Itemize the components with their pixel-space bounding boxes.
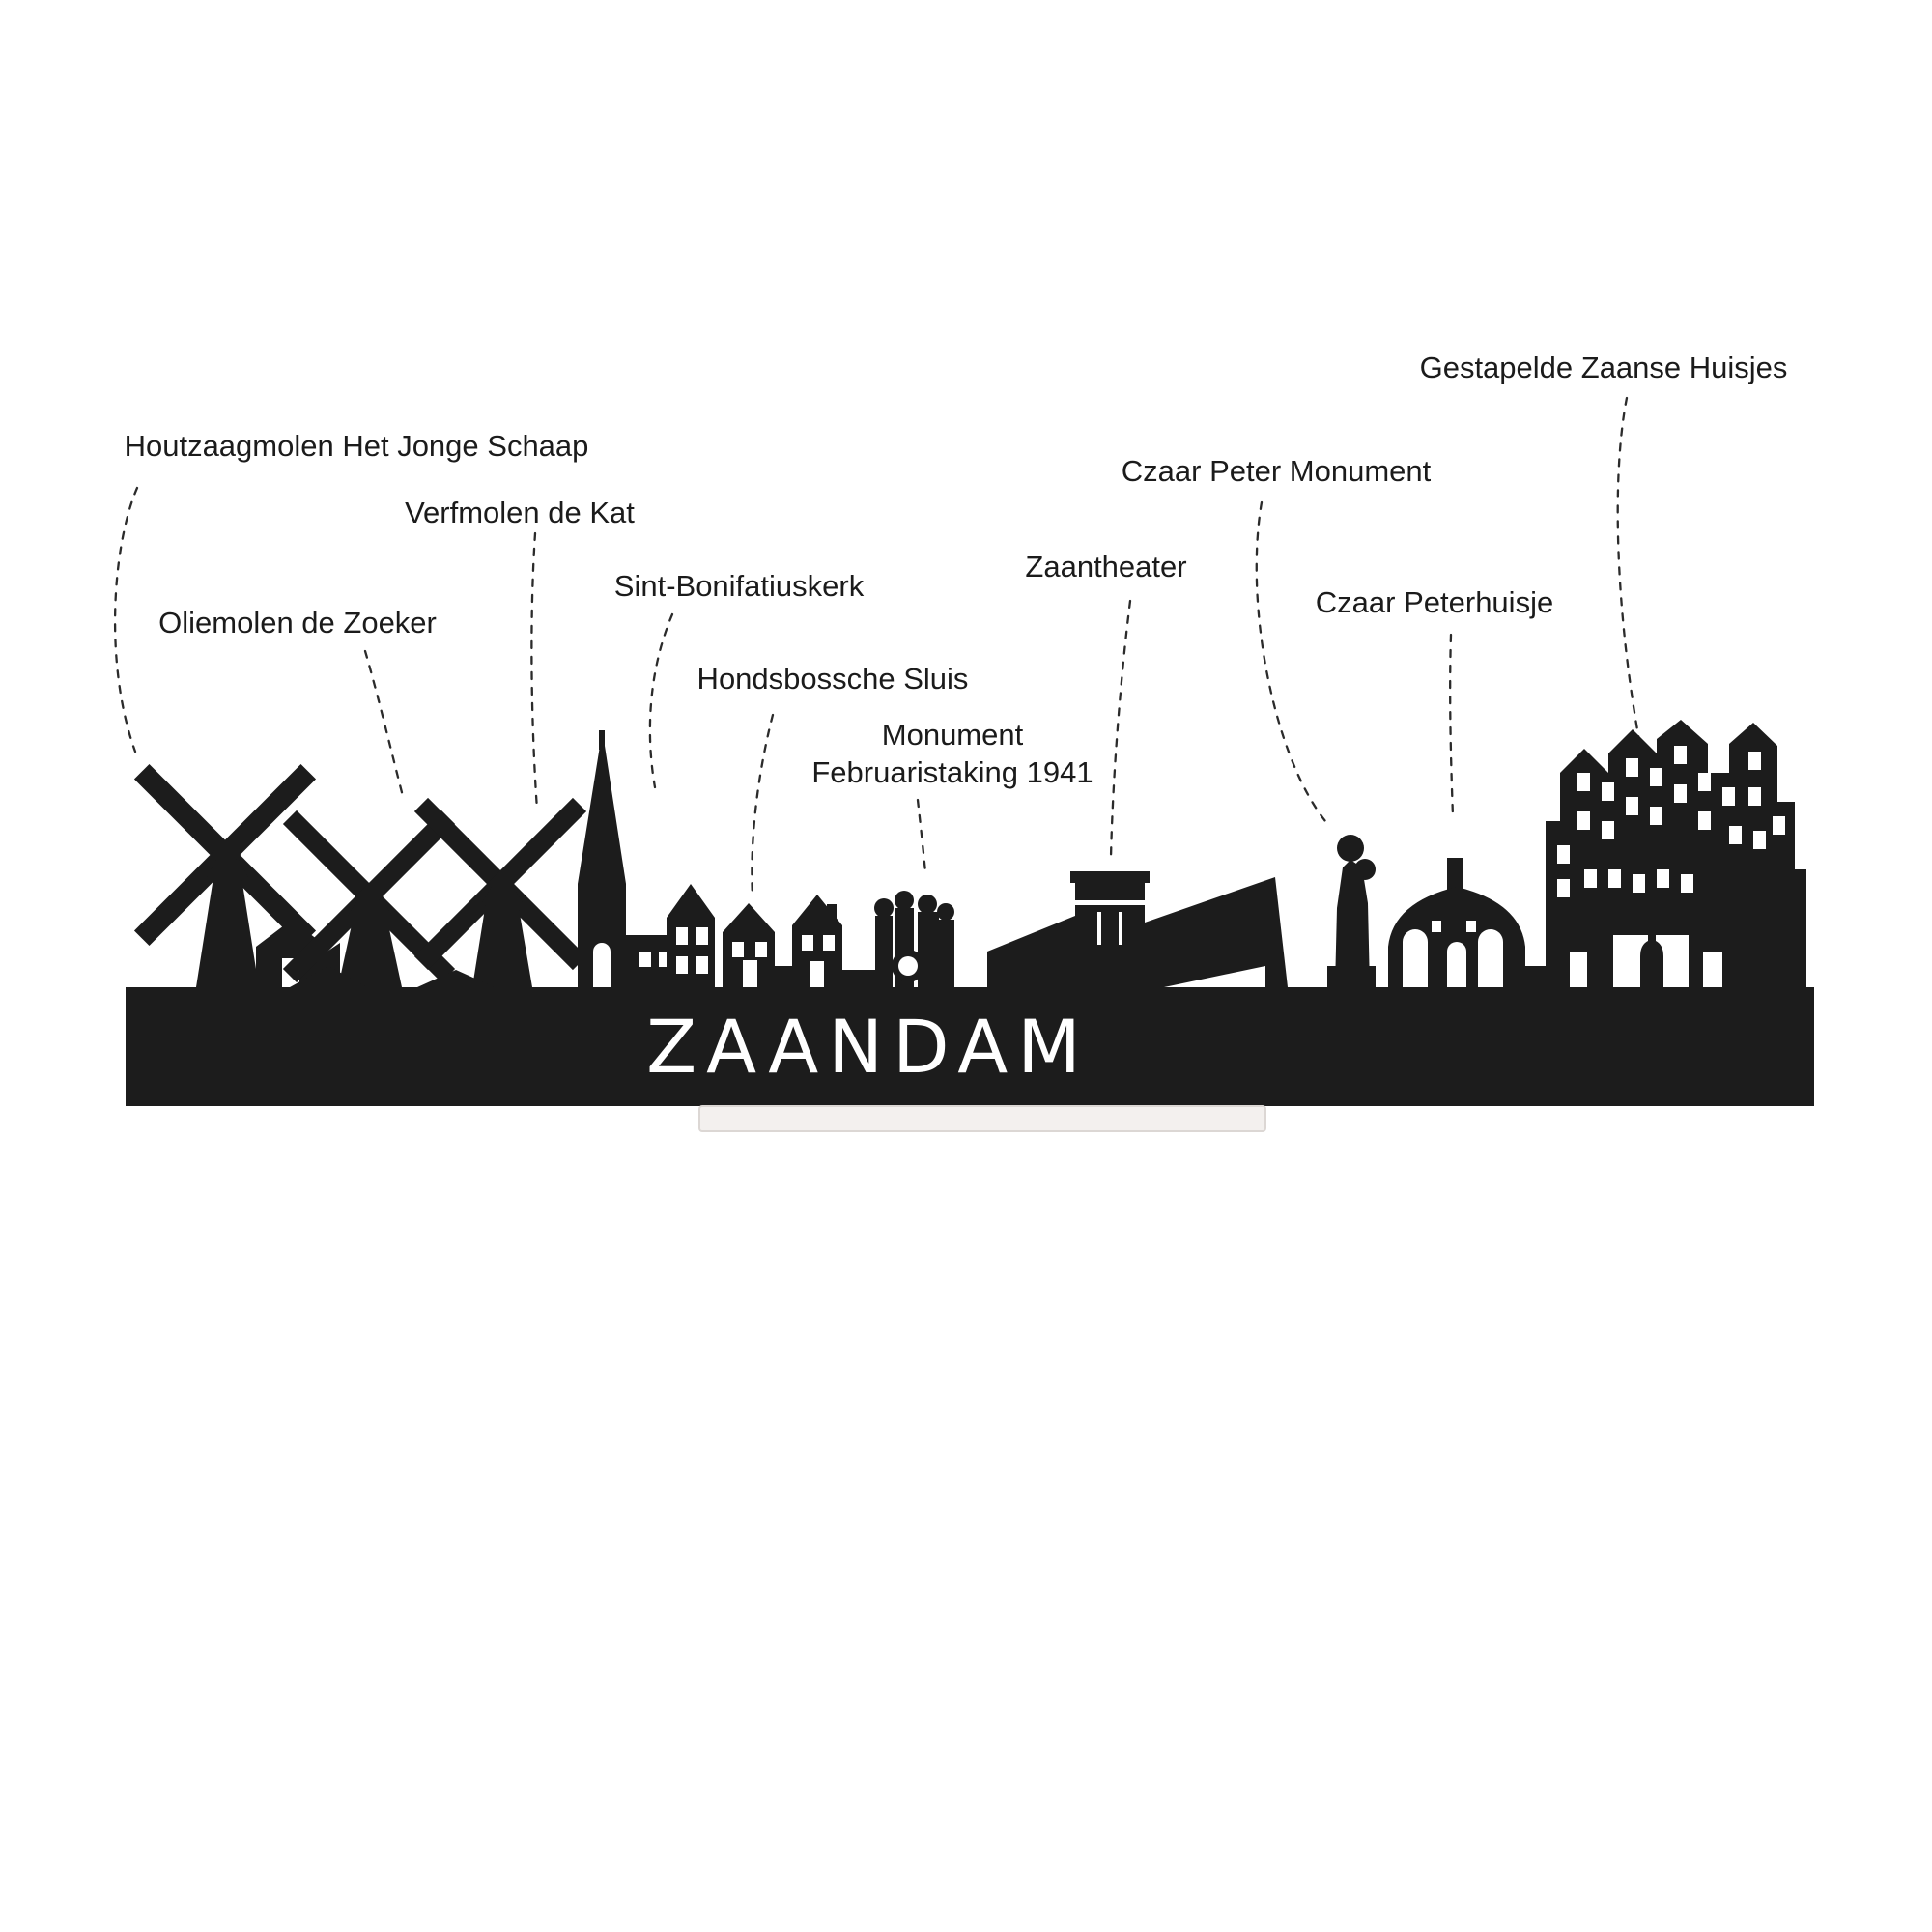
- leader-line-hondsbossche: [751, 713, 775, 898]
- label-hondsbossche: Hondsbossche Sluis: [696, 662, 969, 696]
- display-stand: [698, 1105, 1266, 1132]
- leader-line-zaantheater: [1109, 599, 1132, 860]
- czaar-peter-monument-silhouette: [1327, 835, 1376, 987]
- label-zaantheater: Zaantheater: [1025, 550, 1187, 583]
- skyline-city-name: ZAANDAM: [646, 1004, 1091, 1090]
- leader-lines: [113, 396, 1642, 898]
- leader-line-verfmolen: [530, 531, 539, 811]
- label-czaar-peter-monument: Czaar Peter Monument: [1121, 454, 1432, 488]
- label-verfmolen: Verfmolen de Kat: [405, 496, 635, 529]
- label-houtzaagmolen: Houtzaagmolen Het Jonge Schaap: [124, 429, 589, 463]
- leader-line-bonifatiuskerk: [648, 612, 674, 789]
- label-czaar-peterhuisje: Czaar Peterhuisje: [1315, 585, 1554, 619]
- label-monument: Monument Februaristaking 1941: [811, 718, 1094, 789]
- row-houses-silhouette: [667, 884, 875, 987]
- houtzaagmolen-silhouette: [133, 763, 327, 987]
- leader-line-gestapelde: [1616, 396, 1642, 748]
- label-oliemolen: Oliemolen de Zoeker: [158, 606, 437, 639]
- oliemolen-silhouette: [282, 810, 456, 987]
- leader-line-monument: [916, 798, 927, 874]
- skyline-base-band: [126, 987, 1814, 1106]
- leader-line-houtzaagmolen: [113, 486, 139, 753]
- leader-line-czaar-peterhuisje: [1449, 633, 1455, 818]
- czaar-peterhuisje-silhouette: [1388, 858, 1548, 987]
- label-bonifatiuskerk: Sint-Bonifatiuskerk: [613, 569, 865, 603]
- gestapelde-zaanse-huisjes-silhouette: [1546, 720, 1806, 987]
- leader-line-czaar-peter-monument: [1255, 500, 1327, 823]
- monument-februaristaking-silhouette: [874, 891, 954, 987]
- zaantheater-silhouette: [987, 871, 1288, 987]
- label-gestapelde: Gestapelde Zaanse Huisjes: [1419, 351, 1788, 384]
- verfmolen-silhouette: [413, 797, 587, 987]
- bonifatiuskerk-silhouette: [578, 730, 680, 987]
- leader-line-oliemolen: [363, 649, 406, 802]
